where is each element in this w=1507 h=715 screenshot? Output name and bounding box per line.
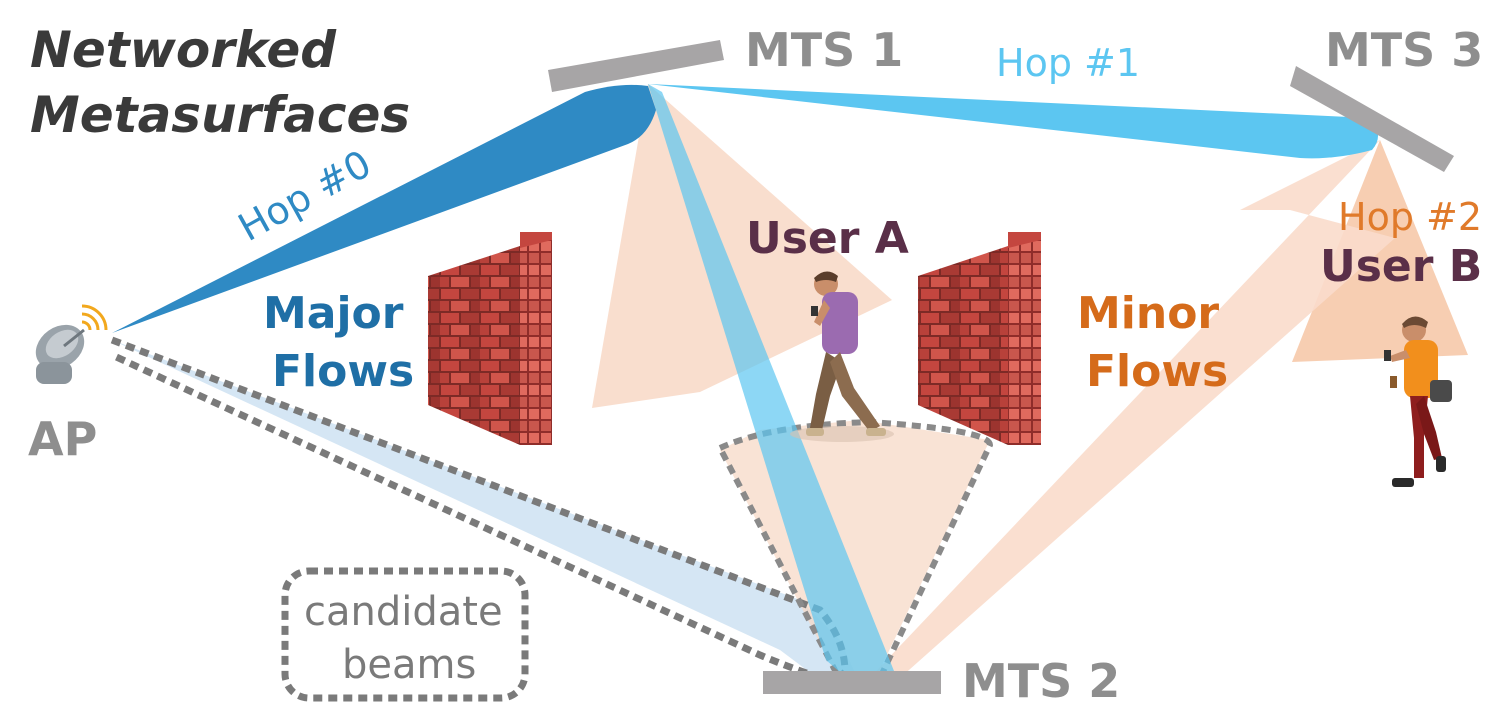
user-a-label: User A <box>746 213 909 264</box>
candidate-beams-box <box>281 567 529 702</box>
title-line1: Networked <box>30 21 337 79</box>
mts2-label: MTS 2 <box>962 654 1120 708</box>
person-walking-icon <box>1384 316 1452 487</box>
brick-wall-right <box>918 232 1041 445</box>
satellite-dish-icon <box>35 324 85 384</box>
candidate-label-line1: candidate <box>304 589 503 635</box>
hop1-label: Hop #1 <box>996 41 1140 85</box>
hop2-label: Hop #2 <box>1338 195 1482 239</box>
beam-mts1-user-a <box>592 84 892 408</box>
mts1-panel <box>548 40 724 92</box>
major-flows-line2: Flows <box>272 346 414 397</box>
mts3-panel <box>1290 66 1454 172</box>
candidate-beam-ap-mts2 <box>112 340 860 684</box>
candidate-label-line2: beams <box>342 642 476 688</box>
major-flows-line1: Major <box>263 288 404 339</box>
beam-mts1-mts2 <box>648 84 896 688</box>
brick-wall-left <box>428 232 552 445</box>
user-b-label: User B <box>1320 241 1482 292</box>
beam-mts2-mts3 <box>862 140 1395 686</box>
minor-flows-line1: Minor <box>1077 288 1219 339</box>
ap-label: AP <box>28 412 97 466</box>
candidate-beam-outline-cone <box>715 418 994 688</box>
person-walking-icon <box>790 271 894 442</box>
wifi-signal-icon <box>81 304 108 331</box>
beam-hop0 <box>112 84 656 333</box>
beam-hop1 <box>648 84 1379 159</box>
title-line2: Metasurfaces <box>30 86 410 144</box>
minor-flows-line2: Flows <box>1086 346 1228 397</box>
mts1-label: MTS 1 <box>745 23 903 77</box>
mts2-panel <box>763 671 941 694</box>
mts3-label: MTS 3 <box>1325 23 1483 77</box>
